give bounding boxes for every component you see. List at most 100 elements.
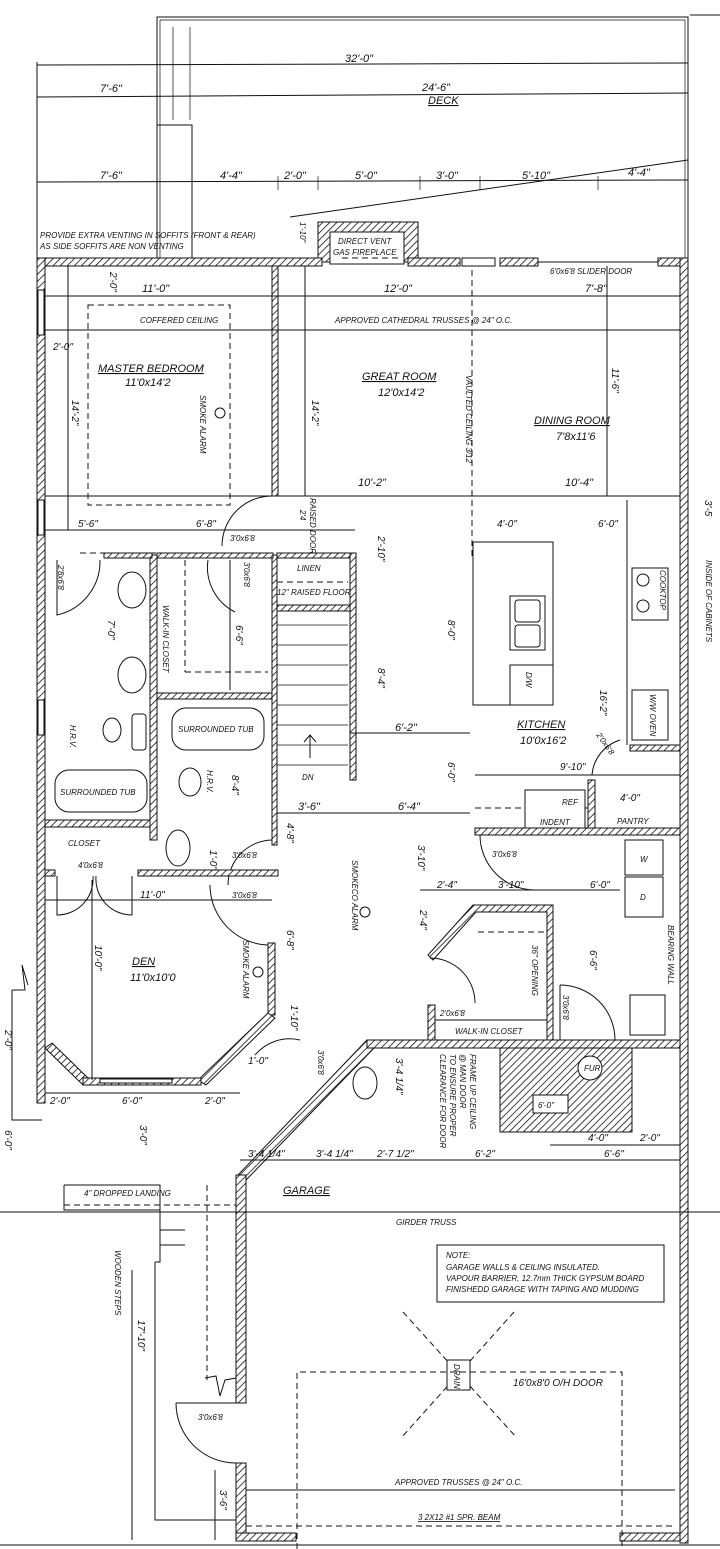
dim: 7'-0"	[105, 620, 116, 640]
top-dim: 2'-0"	[283, 170, 307, 182]
deck-left-dim: 7'-6"	[100, 83, 123, 95]
cathedral-trusses-note: APPROVED CATHEDRAL TRUSSES @ 24" O.C.	[334, 316, 512, 325]
dim: 3'-10"	[498, 880, 524, 891]
dim: 6'-0"	[598, 519, 618, 530]
dim: 9'-10"	[560, 762, 586, 773]
dim: 6'-0"	[122, 1096, 142, 1107]
hrv-label: H.R.V.	[205, 770, 214, 793]
dim: 12'-0"	[384, 283, 413, 295]
furnace-label: FUR	[584, 1064, 601, 1073]
interior-wall	[587, 779, 596, 836]
interior-wall	[271, 265, 279, 497]
overhead-door-outline	[296, 1371, 623, 1549]
dim: 2'-0"	[2, 1029, 13, 1050]
fireplace-label: DIRECT VENT	[338, 237, 392, 246]
dryer-label: D	[640, 893, 646, 902]
dim: 2'-10"	[375, 535, 386, 562]
dim: 10'-2"	[358, 477, 387, 489]
garage-wall	[619, 1532, 681, 1542]
interior-wall	[276, 552, 356, 559]
dim: 6'-2"	[395, 722, 418, 734]
interior-wall	[271, 554, 278, 846]
smoke-alarm-icon	[252, 966, 264, 978]
interior-wall	[267, 942, 276, 1016]
sink-icon	[117, 571, 147, 609]
window	[461, 257, 496, 267]
dim: 2'-7 1/2"	[376, 1149, 414, 1160]
room-name-master: MASTER BEDROOM	[98, 363, 205, 375]
top-dim: 7'-6"	[100, 170, 123, 182]
room-size-great: 12'0x14'2	[378, 387, 424, 399]
window	[37, 289, 45, 336]
opening-label: 36" OPENING	[530, 945, 539, 996]
dishwasher-label: D/W	[524, 672, 533, 689]
bathtub	[54, 769, 148, 813]
furnace-icon	[577, 1055, 603, 1081]
door-size: 3'0x6'8	[198, 1413, 223, 1422]
room-name-dining: DINING ROOM	[534, 415, 611, 427]
dim: 2'-0"	[49, 1096, 70, 1107]
garage-note-box	[436, 1244, 665, 1303]
venting-note: AS SIDE SOFFITS ARE NON VENTING	[39, 242, 184, 251]
door-size: 3'0x6'8	[492, 850, 517, 859]
dim: 3'-5	[702, 500, 713, 517]
closet-label: CLOSET	[68, 839, 101, 848]
interior-wall	[149, 554, 158, 841]
water-heater	[352, 1066, 378, 1100]
dim: 4'-8"	[284, 823, 295, 843]
coffered-ceiling	[87, 304, 231, 506]
smoke-alarm-label: SMOKE ALARM	[198, 395, 207, 454]
dim: 3'-4 1/4"	[316, 1149, 353, 1160]
note-title: NOTE:	[446, 1251, 470, 1260]
sink-icon	[117, 656, 147, 694]
sink-icon	[165, 829, 191, 867]
hrv-label: H.R.V.	[68, 725, 77, 748]
toilet-icon	[102, 717, 122, 743]
dim: 4'-0"	[620, 793, 640, 804]
washer-label: W	[640, 855, 649, 864]
dim: 17'-10"	[135, 1320, 146, 1351]
frame-note: @ MAN DOOR	[458, 1054, 467, 1109]
door-size: 3'0x6'8	[232, 891, 257, 900]
dim: 6'-6"	[233, 625, 244, 645]
dim: 11'-0"	[142, 283, 170, 295]
stairs-down-label: DN	[302, 773, 314, 782]
washer	[624, 839, 664, 876]
dim: 8'-4"	[229, 775, 240, 795]
dim: 2'-0"	[204, 1096, 225, 1107]
room-size-master: 11'0x14'2	[125, 377, 171, 389]
door-size: 2'0x6'8	[439, 1009, 465, 1018]
dim: 8'-4"	[375, 668, 386, 688]
cabinets-note: INSIDE OF CABINETS	[704, 560, 713, 643]
beam-label: 3 2X12 #1 SPR. BEAM	[418, 1513, 501, 1522]
raised-door-label: RAISED DOOR	[308, 498, 317, 554]
dim: 5'-6"	[78, 519, 98, 530]
walk-in-closet-label: WALK-IN CLOSET	[455, 1027, 524, 1036]
slider-door-label: 6'0x6'8 SLIDER DOOR	[550, 267, 632, 276]
cooktop-label: COOKTOP	[658, 570, 667, 611]
dim: 11'-6"	[609, 368, 620, 393]
frame-note: TO ENSURE PROPER	[448, 1054, 457, 1137]
refrigerator	[524, 789, 586, 829]
exterior-wall	[499, 257, 539, 267]
interior-wall	[197, 1012, 276, 1086]
garage-wall	[235, 1462, 247, 1542]
exterior-wall-right	[679, 257, 689, 1544]
stairs	[277, 624, 348, 766]
door-size: 4'0x6'8	[78, 861, 103, 870]
oven-label: W/W OVEN	[648, 694, 657, 736]
interior-wall	[156, 692, 274, 700]
girder-truss-label: GIRDER TRUSS	[396, 1218, 457, 1227]
deck-overall-dim: 32'-0"	[345, 53, 374, 65]
dim: 1'-0"	[207, 850, 218, 870]
pantry-label: PANTRY	[617, 817, 649, 826]
interior-wall	[427, 1004, 436, 1041]
dishwasher	[509, 664, 554, 706]
door-size: 2'8x6'8	[56, 564, 65, 590]
smoke-alarm-icon	[214, 407, 226, 419]
door-swing	[56, 559, 101, 616]
note-line: FINISHEDD GARAGE WITH TAPING AND MUDDING	[446, 1285, 639, 1294]
door-size: 2'0x6'8	[594, 730, 617, 757]
dim: 14'-2"	[69, 400, 80, 426]
interior-wall	[366, 1039, 681, 1049]
